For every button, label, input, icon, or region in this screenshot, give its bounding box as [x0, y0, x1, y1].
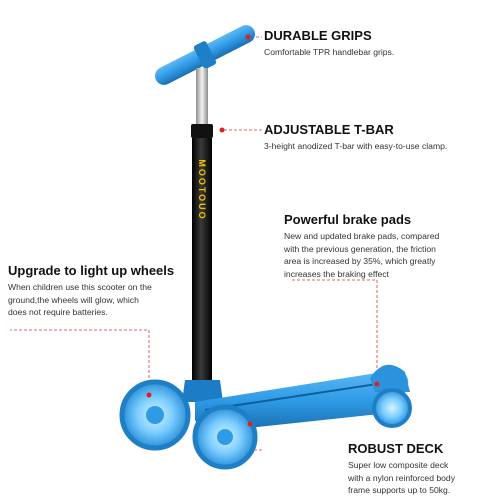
steering-body [182, 380, 223, 402]
callout-body: Super low composite deck with a nylon re… [348, 460, 456, 495]
tbar-clamp [191, 124, 213, 138]
rear-fender [370, 364, 410, 392]
callout-durable-grips: DURABLE GRIPS Comfortable TPR handlebar … [264, 28, 394, 59]
callout-adjustable-tbar: ADJUSTABLE T-BAR 3-height anodized T-bar… [264, 122, 447, 153]
callout-title: ADJUSTABLE T-BAR [264, 122, 394, 137]
stem-brand-letters: MOOTOUO [197, 159, 207, 220]
stem-lower [192, 138, 212, 383]
callout-body: Comfortable TPR handlebar grips. [264, 47, 395, 57]
callout-body: New and updated brake pads, compared wit… [284, 231, 440, 279]
front-left-wheel [119, 379, 191, 451]
callout-markers [146, 34, 380, 427]
deck-edge [204, 381, 391, 411]
front-right-wheel [192, 404, 258, 470]
callout-robust-deck: ROBUST DECK Super low composite deck wit… [348, 441, 455, 497]
rear-wheel [372, 388, 412, 428]
stem-upper [196, 68, 208, 126]
callout-title: ROBUST DECK [348, 441, 444, 456]
callout-body: 3-height anodized T-bar with easy-to-use… [264, 141, 448, 151]
callout-body: When children use this scooter on the gr… [8, 282, 152, 317]
callout-title: DURABLE GRIPS [264, 28, 372, 43]
handlebar [155, 25, 255, 85]
callout-title: Upgrade to light up wheels [8, 263, 175, 278]
callout-light-up-wheels: Upgrade to light up wheels When children… [8, 263, 174, 319]
callout-title: Powerful brake pads [284, 212, 412, 227]
callout-brake-pads: Powerful brake pads New and updated brak… [284, 212, 439, 280]
